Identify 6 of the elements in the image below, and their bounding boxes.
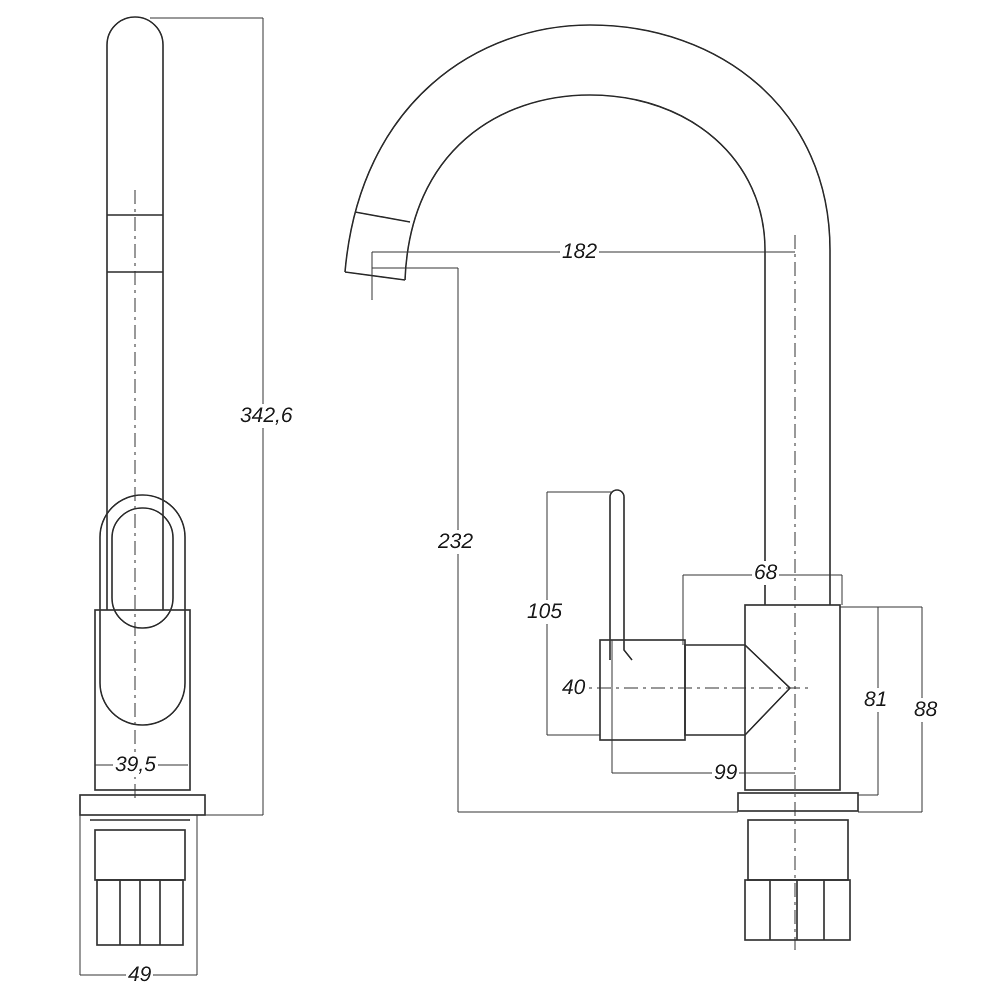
dimension-label: 88 xyxy=(912,698,940,722)
dimension-label: 232 xyxy=(436,530,476,554)
dimension-label: 342,6 xyxy=(238,404,295,428)
dimension-label: 68 xyxy=(752,561,780,585)
dimension-label: 39,5 xyxy=(113,753,158,777)
dimension-label: 105 xyxy=(525,600,564,624)
